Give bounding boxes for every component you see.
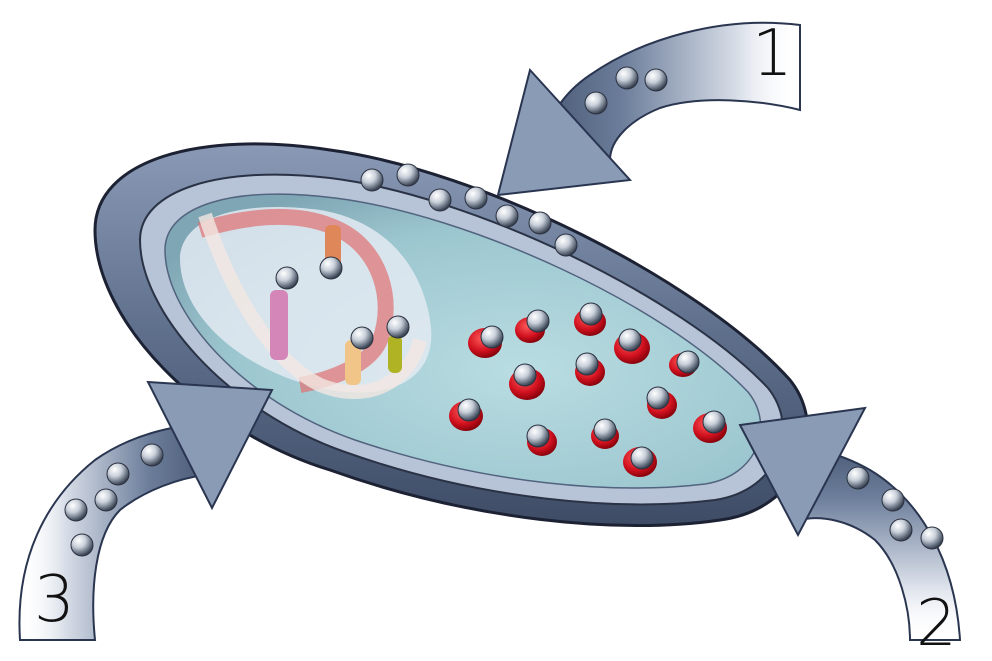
- molecule: [527, 425, 549, 447]
- molecule: [677, 351, 699, 373]
- molecule: [320, 257, 342, 279]
- molecule: [529, 212, 551, 234]
- molecule: [361, 169, 383, 191]
- molecule: [921, 527, 943, 549]
- molecule: [890, 519, 912, 541]
- molecule: [555, 234, 577, 256]
- molecule: [585, 92, 607, 114]
- molecule: [458, 399, 480, 421]
- molecule: [580, 303, 602, 325]
- molecule: [619, 329, 641, 351]
- molecule: [847, 467, 869, 489]
- molecule: [95, 489, 117, 511]
- molecule: [594, 419, 616, 441]
- molecule: [481, 326, 503, 348]
- molecule: [397, 164, 419, 186]
- molecule: [276, 267, 298, 289]
- molecule: [576, 353, 598, 375]
- molecule: [616, 67, 638, 89]
- molecule: [645, 69, 667, 91]
- molecule: [647, 387, 669, 409]
- molecule: [429, 189, 451, 211]
- molecule: [141, 444, 163, 466]
- molecule: [527, 310, 549, 332]
- molecule: [65, 499, 87, 521]
- label-3: 3: [34, 568, 75, 632]
- dna-base-olive: [388, 335, 402, 373]
- molecule: [631, 447, 653, 469]
- label-2: 2: [916, 592, 957, 656]
- molecule: [387, 316, 409, 338]
- molecule: [107, 463, 129, 485]
- molecule: [882, 489, 904, 511]
- molecule: [465, 187, 487, 209]
- molecule: [71, 534, 93, 556]
- molecule: [514, 364, 536, 386]
- molecule: [703, 411, 725, 433]
- label-1: 1: [752, 22, 793, 86]
- molecule: [351, 327, 373, 349]
- dna-base-pink: [270, 290, 288, 360]
- molecule: [496, 205, 518, 227]
